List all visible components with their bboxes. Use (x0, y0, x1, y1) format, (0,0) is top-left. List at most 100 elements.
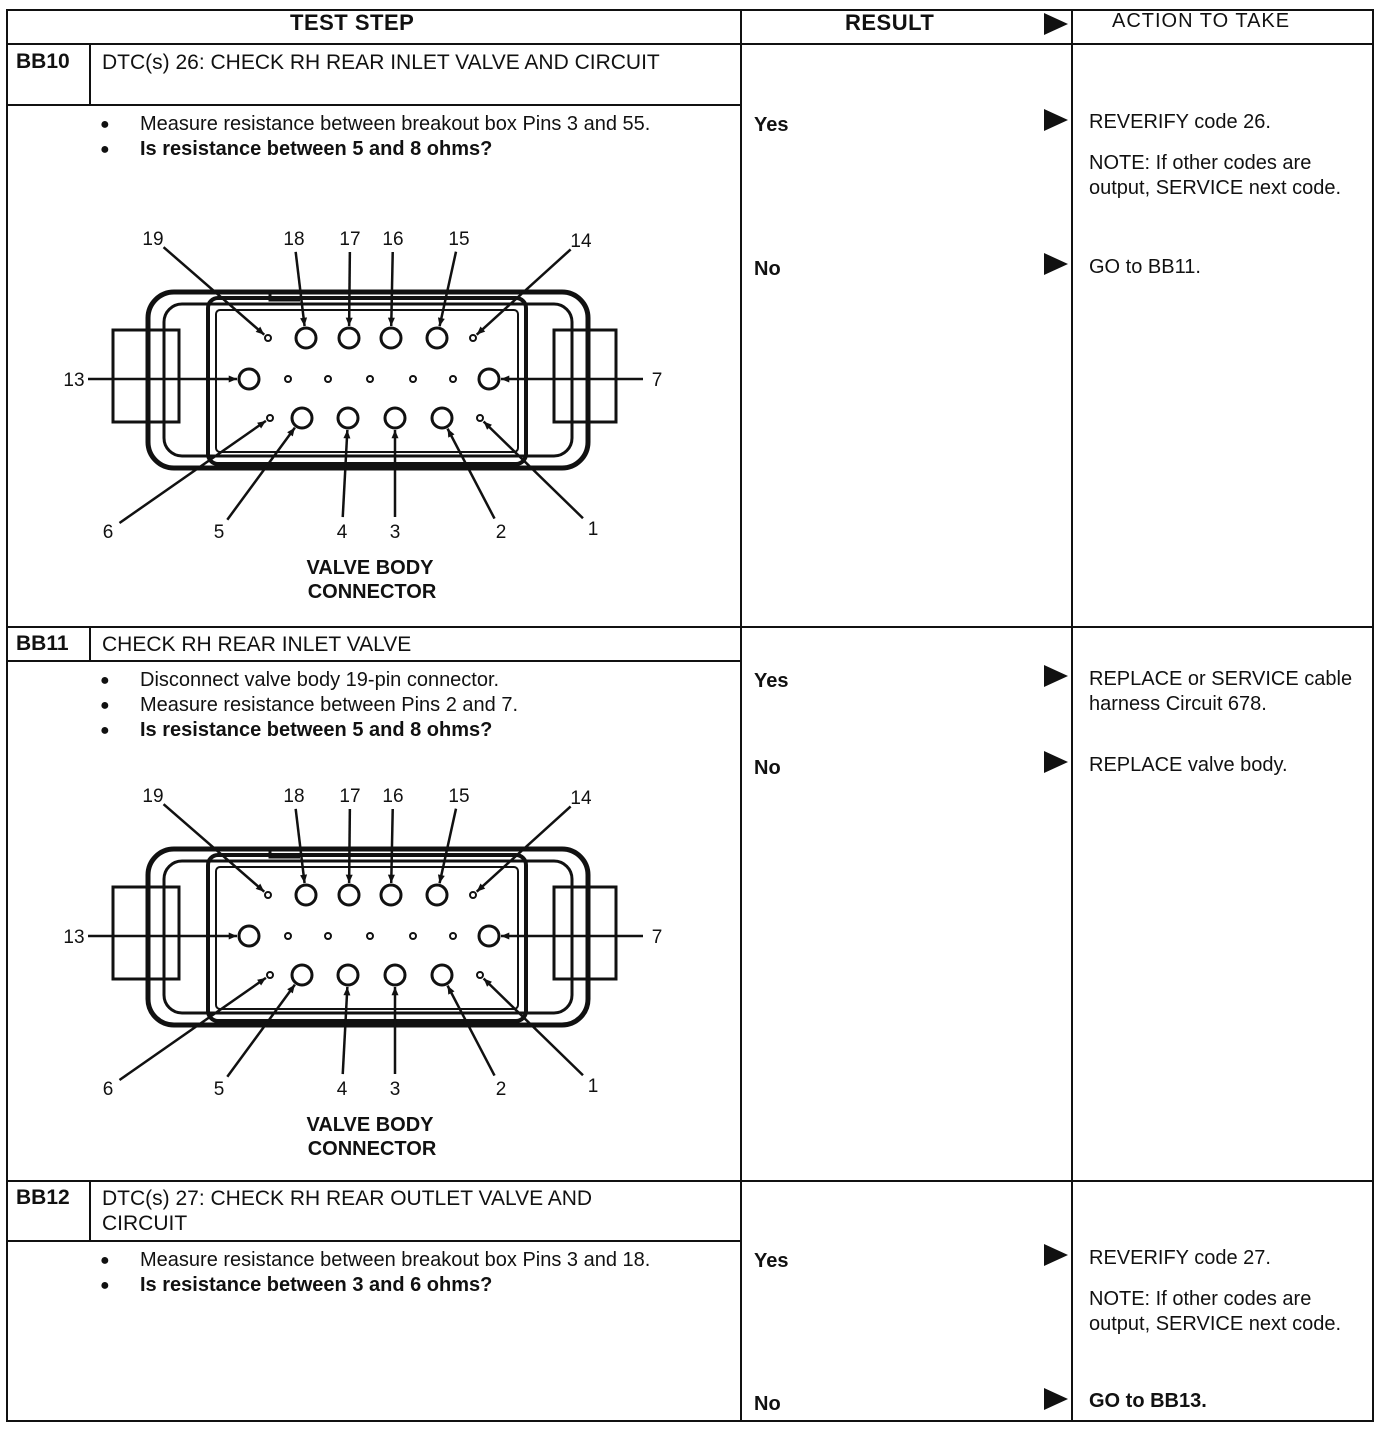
pin-leader-line (294, 251, 306, 327)
pin-label: 1 (588, 519, 599, 540)
arrowhead-icon (343, 986, 351, 996)
header-action: ACTION TO TAKE (1112, 10, 1291, 32)
arrowhead-icon (343, 429, 351, 439)
pin-label: 19 (142, 229, 163, 250)
pin-label: 5 (214, 522, 225, 543)
arrowhead-icon (345, 874, 353, 884)
connector-key (268, 292, 300, 302)
pin-3 (383, 963, 407, 987)
connector-pin-face (215, 866, 519, 1010)
result-arrow-icon (1044, 751, 1068, 773)
pin-label: 15 (448, 229, 469, 250)
step-bullets: Measure resistance between breakout box … (100, 112, 720, 162)
pin-1 (476, 414, 484, 422)
arrowhead-icon (387, 874, 395, 884)
arrowhead-icon (257, 977, 266, 986)
pin-7 (477, 924, 501, 948)
pin-leader-line (341, 986, 349, 1075)
pin-leader-line (347, 808, 352, 884)
action-yes: REVERIFY code 27. NOTE: If other codes a… (1089, 1246, 1369, 1353)
pin-dot (366, 932, 374, 940)
pin-17 (337, 326, 361, 350)
result-yes: Yes (754, 670, 789, 692)
pin-label: 3 (390, 522, 401, 543)
result-arrow-icon (1044, 109, 1068, 131)
pin-leader-line (118, 976, 267, 1082)
result-arrow-icon (1044, 1388, 1068, 1410)
pin-leader-line (347, 251, 352, 327)
result-arrow-icon (1044, 253, 1068, 275)
pin-leader-line (226, 983, 296, 1078)
arrowhead-icon (483, 978, 492, 987)
arrowhead-icon (300, 317, 308, 327)
pin-leader-line (118, 419, 267, 525)
bullet: Is resistance between 3 and 6 ohms? (100, 1273, 720, 1298)
pin-label: 5 (214, 1079, 225, 1100)
arrowhead-icon (228, 932, 237, 940)
pin-label: 6 (103, 1079, 114, 1100)
pin-leader-line (438, 251, 458, 327)
pin-leader-line (162, 803, 266, 893)
pin-dot (449, 932, 457, 940)
action-text: GO to BB11. (1089, 256, 1201, 278)
step-bullets: Measure resistance between breakout box … (100, 1248, 720, 1298)
connector-body (206, 296, 528, 466)
arrowhead-icon (345, 317, 353, 327)
pin-label: 16 (382, 786, 403, 807)
pin-14 (469, 891, 477, 899)
arrowhead-icon (476, 883, 486, 892)
pin-19 (264, 891, 272, 899)
pin-3 (383, 406, 407, 430)
bullet: Is resistance between 5 and 8 ohms? (100, 718, 720, 743)
pin-5 (290, 406, 314, 430)
pin-leader-line (482, 420, 584, 520)
arrowhead-icon (447, 428, 455, 438)
step-title: DTC(s) 27: CHECK RH REAR OUTLET VALVE AN… (102, 1187, 593, 1235)
pin-18 (294, 883, 318, 907)
pin-label: 1 (588, 1076, 599, 1097)
action-no: GO to BB13. (1089, 1389, 1369, 1430)
arrowhead-icon (300, 874, 308, 884)
pin-17 (337, 883, 361, 907)
action-note: NOTE: If other codes are output, SERVICE… (1089, 152, 1342, 199)
result-arrow-icon (1044, 665, 1068, 687)
pin-13 (237, 924, 261, 948)
pin-4 (336, 963, 360, 987)
step-id: BB10 (16, 50, 70, 73)
arrowhead-icon (257, 420, 266, 429)
action-note: NOTE: If other codes are output, SERVICE… (1089, 1288, 1342, 1335)
pin-label: 17 (339, 229, 360, 250)
pin-dot (409, 375, 417, 383)
result-no: No (754, 1393, 781, 1415)
connector-pin-face (215, 309, 519, 453)
arrowhead-icon (228, 375, 237, 383)
result-yes: Yes (754, 1250, 789, 1272)
pin-1 (476, 971, 484, 979)
result-arrow-icon (1044, 1244, 1068, 1266)
pin-label: 7 (652, 370, 663, 391)
pin-label: 15 (448, 786, 469, 807)
pin-label: 19 (142, 786, 163, 807)
pin-16 (379, 326, 403, 350)
header-result: RESULT (845, 10, 935, 35)
arrowhead-icon (391, 430, 399, 439)
pin-dot (324, 375, 332, 383)
action-text: REVERIFY code 26. (1089, 111, 1271, 133)
pin-label: 14 (570, 231, 592, 252)
pin-13 (237, 367, 261, 391)
action-text: REVERIFY code 27. (1089, 1247, 1271, 1269)
arrowhead-icon (391, 987, 399, 996)
bullet: Disconnect valve body 19-pin connector. (100, 668, 720, 693)
arrowhead-icon (483, 421, 492, 430)
action-text: GO to BB13. (1089, 1390, 1207, 1412)
action-text: REPLACE or SERVICE cable harness Circuit… (1089, 668, 1353, 715)
header-arrow-icon (1044, 13, 1068, 35)
bullet: Measure resistance between Pins 2 and 7. (100, 693, 720, 718)
pin-6 (266, 971, 274, 979)
pin-leader-line (438, 808, 458, 884)
pin-dot (324, 932, 332, 940)
